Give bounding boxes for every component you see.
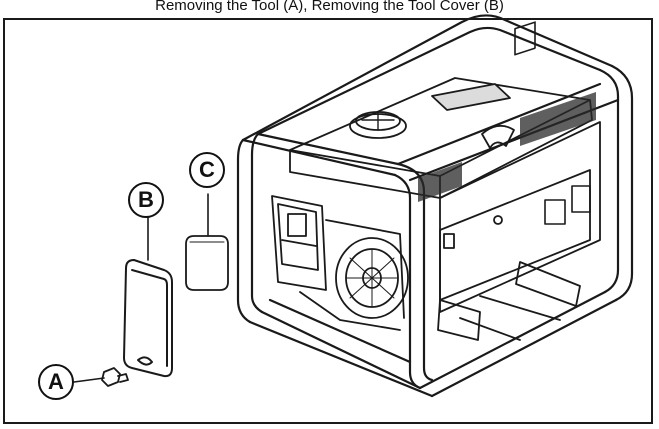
callout-b: B (128, 182, 164, 218)
control-panel (418, 21, 601, 313)
engine (271, 195, 581, 341)
generator-frame (236, 14, 634, 398)
square-part (185, 235, 229, 291)
callout-a: A (38, 364, 74, 400)
tool (101, 367, 129, 387)
tool-cover (123, 259, 173, 378)
callout-c: C (189, 152, 225, 188)
leader-lines (73, 193, 209, 383)
figure-caption: Removing the Tool (A), Removing the Tool… (155, 0, 504, 14)
